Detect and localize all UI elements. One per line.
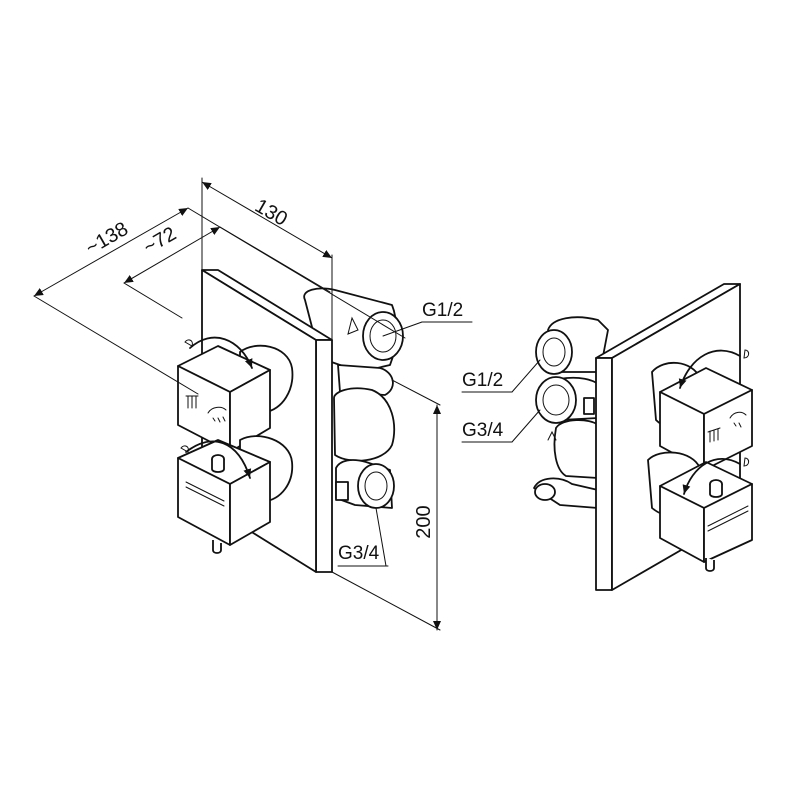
dim-200-label: 200	[413, 505, 435, 538]
dim-200: 200	[331, 379, 441, 631]
right-callout-g34: G3/4	[461, 409, 541, 443]
dim-130-label: 130	[251, 195, 291, 231]
right-g12-label: G1/2	[462, 370, 503, 391]
left-callout-g34: G3/4	[337, 507, 389, 567]
right-upper-handle	[651, 361, 753, 471]
right-valve-body	[533, 316, 609, 509]
shower-head-icon	[207, 406, 227, 423]
left-g34-label: G3/4	[338, 543, 380, 564]
left-rotation-arrows	[180, 336, 253, 479]
shower-head-icon	[729, 411, 747, 428]
handle-marking-icon	[185, 395, 199, 409]
dim-138-label: ~138	[82, 218, 132, 260]
right-rotation-arrows	[678, 349, 750, 495]
thermostat-scale-icon	[185, 481, 225, 507]
left-view: 130 ~138 ~72 200 G1/2	[33, 177, 473, 631]
thermostat-scale-icon	[707, 505, 749, 532]
handle-marking-icon	[707, 427, 721, 443]
right-lower-handle	[647, 451, 753, 572]
left-g12-label: G1/2	[422, 300, 463, 321]
right-callout-g12: G1/2	[461, 359, 541, 393]
right-g34-label: G3/4	[462, 420, 504, 441]
left-callout-g12: G1/2	[382, 300, 473, 337]
left-upper-handle	[177, 344, 294, 453]
right-view: G1/2 G3/4	[461, 283, 753, 591]
